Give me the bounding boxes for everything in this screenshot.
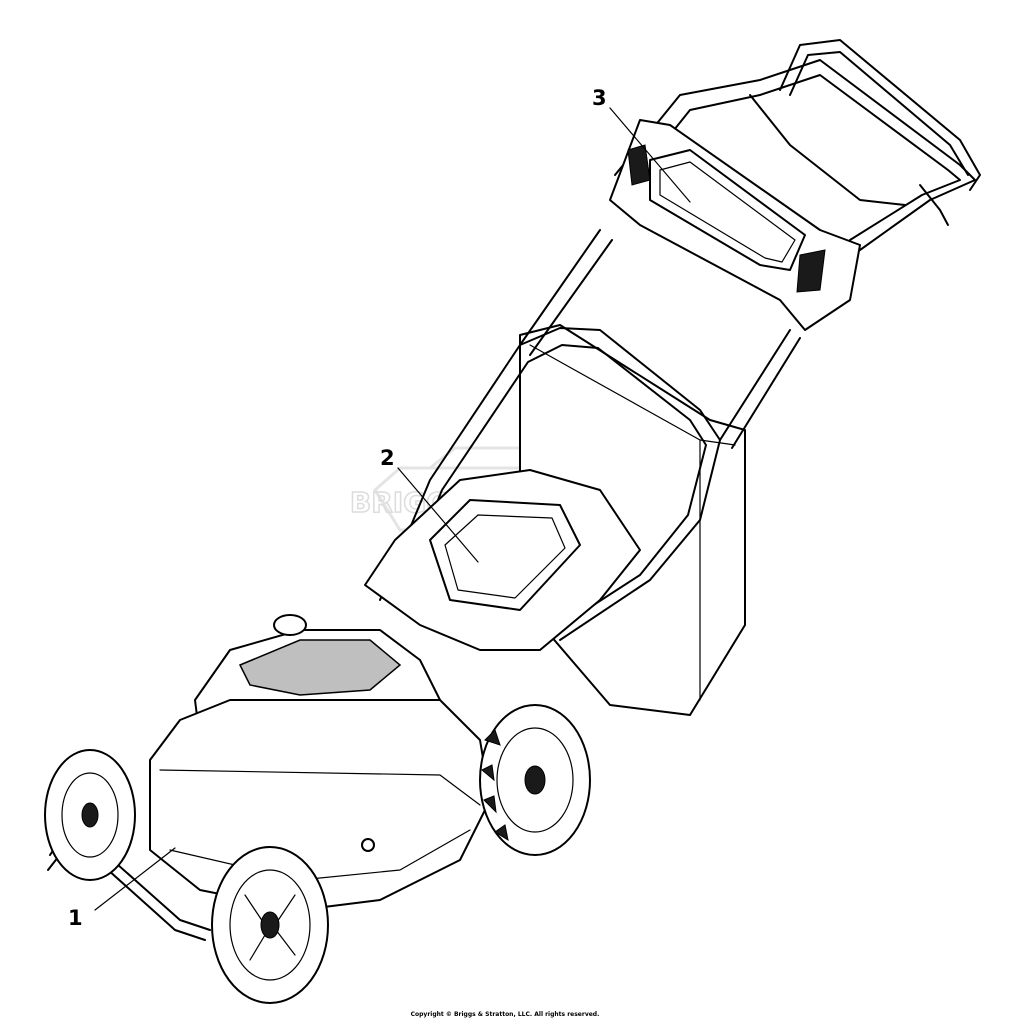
callout-1: 1	[68, 906, 83, 930]
leader-line-2	[397, 467, 479, 563]
mower-deck	[149, 699, 491, 911]
callout-3: 3	[592, 86, 607, 110]
control-panel	[609, 119, 861, 331]
rear-deck-cover	[364, 469, 641, 651]
leader-line-3	[609, 107, 691, 203]
front-right-wheel	[211, 846, 329, 1004]
rear-drive-wheel	[479, 704, 591, 856]
copyright-notice: Copyright © Briggs & Stratton, LLC. All …	[410, 1011, 600, 1018]
lower-handle	[379, 229, 801, 641]
leader-line-1	[94, 847, 176, 911]
upper-handle	[614, 39, 981, 251]
front-left-wheel	[44, 749, 136, 881]
callout-2: 2	[380, 446, 395, 470]
